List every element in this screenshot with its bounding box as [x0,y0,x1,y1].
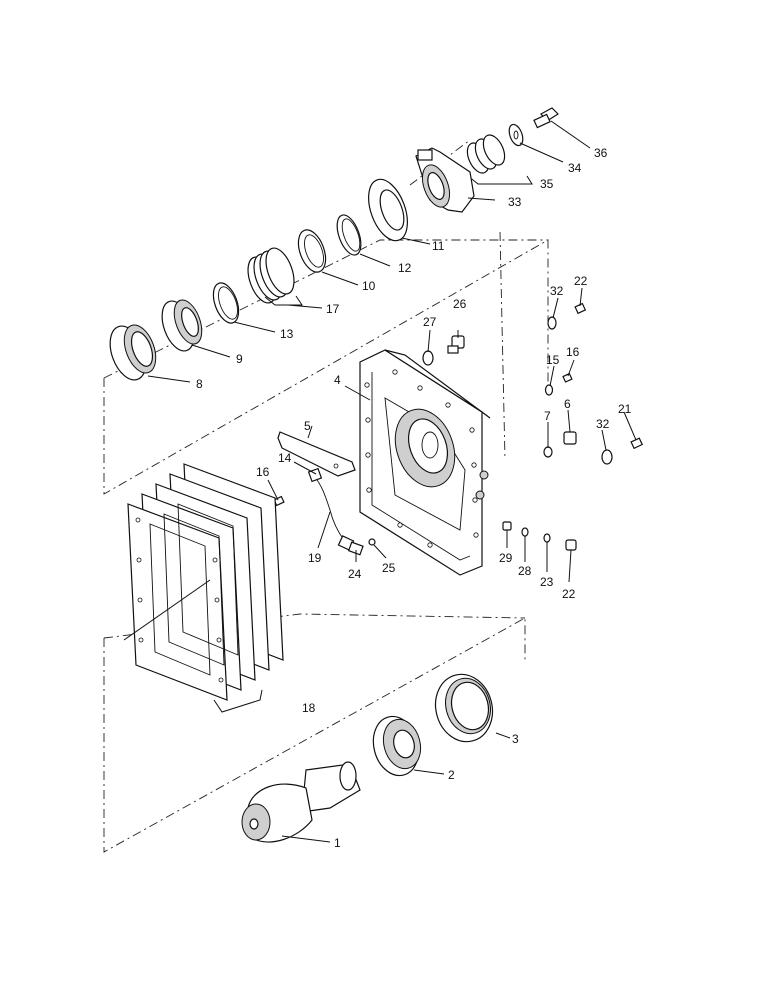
callout-4: 4 [334,373,341,387]
part-26-plug[interactable] [447,335,465,354]
callout-29: 29 [499,551,513,565]
callout-27: 27 [423,315,437,329]
part-9-bearing[interactable] [156,296,207,355]
callout-34: 34 [568,161,582,175]
part-32-washer-lower[interactable] [601,449,613,465]
callout-2: 2 [448,768,455,782]
callout-10: 10 [362,279,376,293]
part-6-plug[interactable] [563,431,577,445]
part-3-bearing-cup[interactable] [428,668,500,748]
part-17-disc-pack[interactable] [243,244,303,306]
callout-32-lower: 32 [596,417,610,431]
callout-15: 15 [546,353,560,367]
callout-5: 5 [304,419,311,433]
part-2-bearing-cone[interactable] [367,711,426,780]
part-34-washer[interactable] [507,123,526,148]
part-29-plug[interactable] [502,521,512,531]
part-19-sensor-harness[interactable] [307,467,355,551]
callout-14: 14 [278,451,292,465]
part-28-seal[interactable] [521,527,529,537]
callout-7: 7 [544,409,551,423]
part-5-bracket[interactable] [277,431,356,477]
part-4-housing[interactable] [359,349,491,576]
callout-24: 24 [348,567,362,581]
callout-18: 18 [302,701,316,715]
part-24-connector[interactable] [347,541,364,556]
part-1-pinion-shaft[interactable] [241,761,361,843]
callout-28: 28 [518,564,532,578]
callout-8: 8 [196,377,203,391]
callout-3: 3 [512,732,519,746]
callout-36: 36 [594,146,608,160]
part-36-bolt[interactable] [533,107,559,129]
callout-labels: 36 34 35 33 11 12 10 17 13 9 8 4 5 14 16… [196,146,632,850]
part-27-seal-ring[interactable] [422,350,434,366]
part-23-seal[interactable] [543,533,551,543]
callout-32-upper: 32 [550,284,564,298]
leader-lines [123,120,637,843]
part-15-washer[interactable] [544,384,554,396]
callout-16-right: 16 [566,345,580,359]
part-13-ring[interactable] [208,280,243,327]
part-12-snap-ring[interactable] [332,212,365,258]
part-16-screw-right[interactable] [562,372,573,383]
part-35-spring[interactable] [463,132,533,185]
part-25-o-ring[interactable] [368,538,376,546]
callout-12: 12 [398,261,412,275]
part-18-gasket-set[interactable] [127,463,284,713]
callout-1: 1 [334,836,341,850]
callout-9: 9 [236,352,243,366]
callout-16-left: 16 [256,465,270,479]
part-32-washer-upper[interactable] [547,316,557,330]
callout-13: 13 [280,327,294,341]
part-8-bearing-cup[interactable] [103,321,161,385]
callout-19: 19 [308,551,322,565]
callout-17: 17 [326,302,340,316]
callout-35: 35 [540,177,554,191]
callout-33: 33 [508,195,522,209]
part-21-screw[interactable] [574,302,587,315]
callout-23: 23 [540,575,554,589]
part-10-ring[interactable] [293,226,331,276]
part-22-plug[interactable] [565,539,577,551]
part-33-shift-fork[interactable] [415,147,475,213]
part-11-thrust-washer[interactable] [361,174,415,246]
callout-25: 25 [382,561,396,575]
callout-22: 22 [562,587,576,601]
callout-26: 26 [453,297,467,311]
callout-11: 11 [432,239,445,253]
callout-20: 21 [618,402,632,416]
part-20-screw[interactable] [630,437,644,450]
callout-6: 6 [564,397,571,411]
part-7-seal[interactable] [543,446,553,458]
callout-21: 22 [574,274,588,288]
